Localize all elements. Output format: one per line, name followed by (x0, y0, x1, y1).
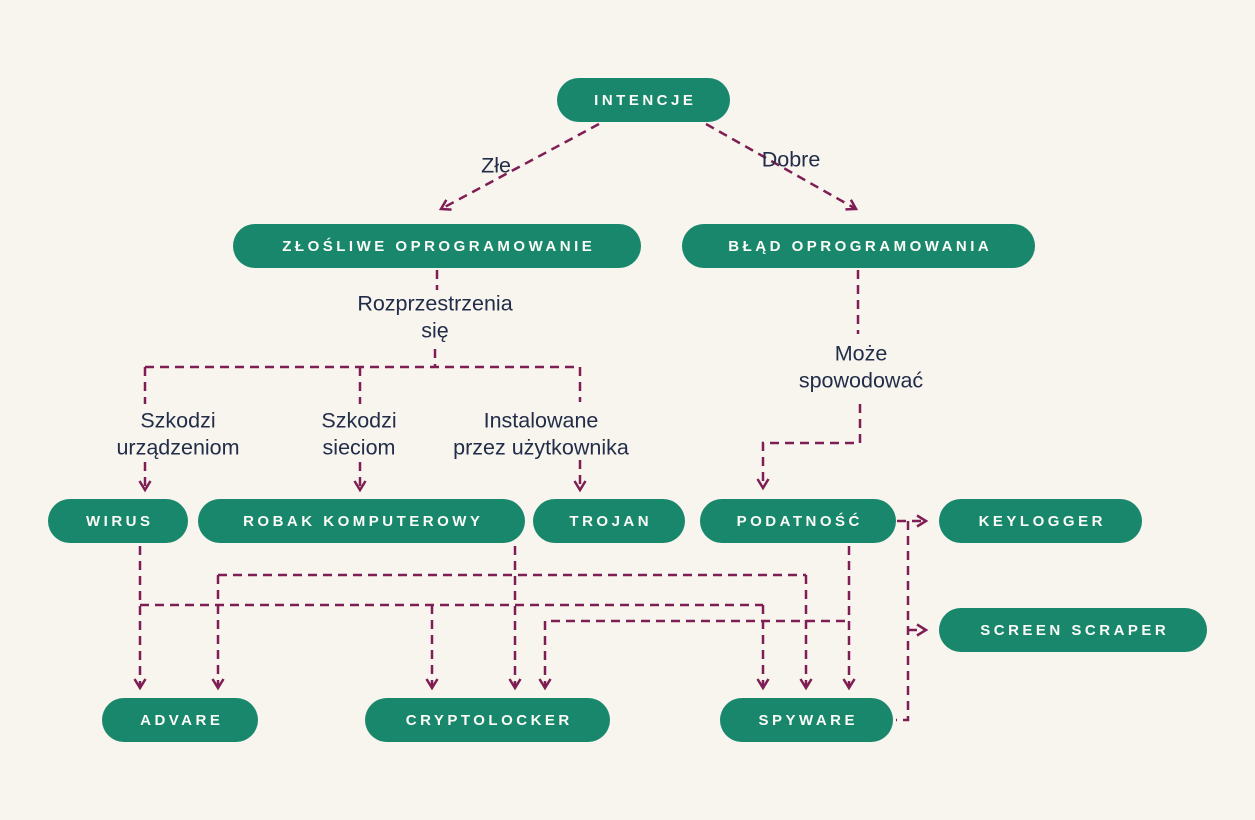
edge-intencje-blad (705, 122, 859, 211)
node-intencje: INTENCJE (557, 78, 730, 122)
edge-label-dobre: Dobre (761, 147, 821, 172)
edge-label-rozprzestrzenia-sie: Rozprzestrzenia się (357, 291, 513, 343)
node-cryptolocker: CRYPTOLOCKER (365, 698, 610, 742)
node-screen-scraper: SCREEN SCRAPER (939, 608, 1207, 652)
node-advare: ADVARE (102, 698, 258, 742)
node-robak-komputerowy: ROBAK KOMPUTEROWY (198, 499, 525, 543)
edge-label-moze-spowodowac: Może spowodować (798, 341, 924, 393)
node-keylogger: KEYLOGGER (939, 499, 1142, 543)
edge-label-zle: Złe (481, 153, 511, 178)
node-blad-oprogramowania: BŁĄD OPROGRAMOWANIA (682, 224, 1035, 268)
node-trojan: TROJAN (533, 499, 685, 543)
edge-label-szkodzi-urzadzeniom: Szkodzi urządzeniom (116, 408, 240, 460)
edge-moze-elbow-podatnosc (756, 404, 862, 491)
edge-label-szkodzi-sieciom: Szkodzi sieciom (321, 408, 397, 460)
node-spyware: SPYWARE (720, 698, 893, 742)
node-zlosliwe-oprogramowanie: ZŁOŚLIWE OPROGRAMOWANIE (233, 224, 641, 268)
edge-label-instalowane-przez-uzytkownika: Instalowane przez użytkownika (453, 408, 629, 460)
edge-intencje-zlosliwe (438, 122, 600, 211)
edge-rail-right-vertical (896, 521, 910, 722)
node-wirus: WIRUS (48, 499, 188, 543)
node-podatnosc: PODATNOŚĆ (700, 499, 896, 543)
